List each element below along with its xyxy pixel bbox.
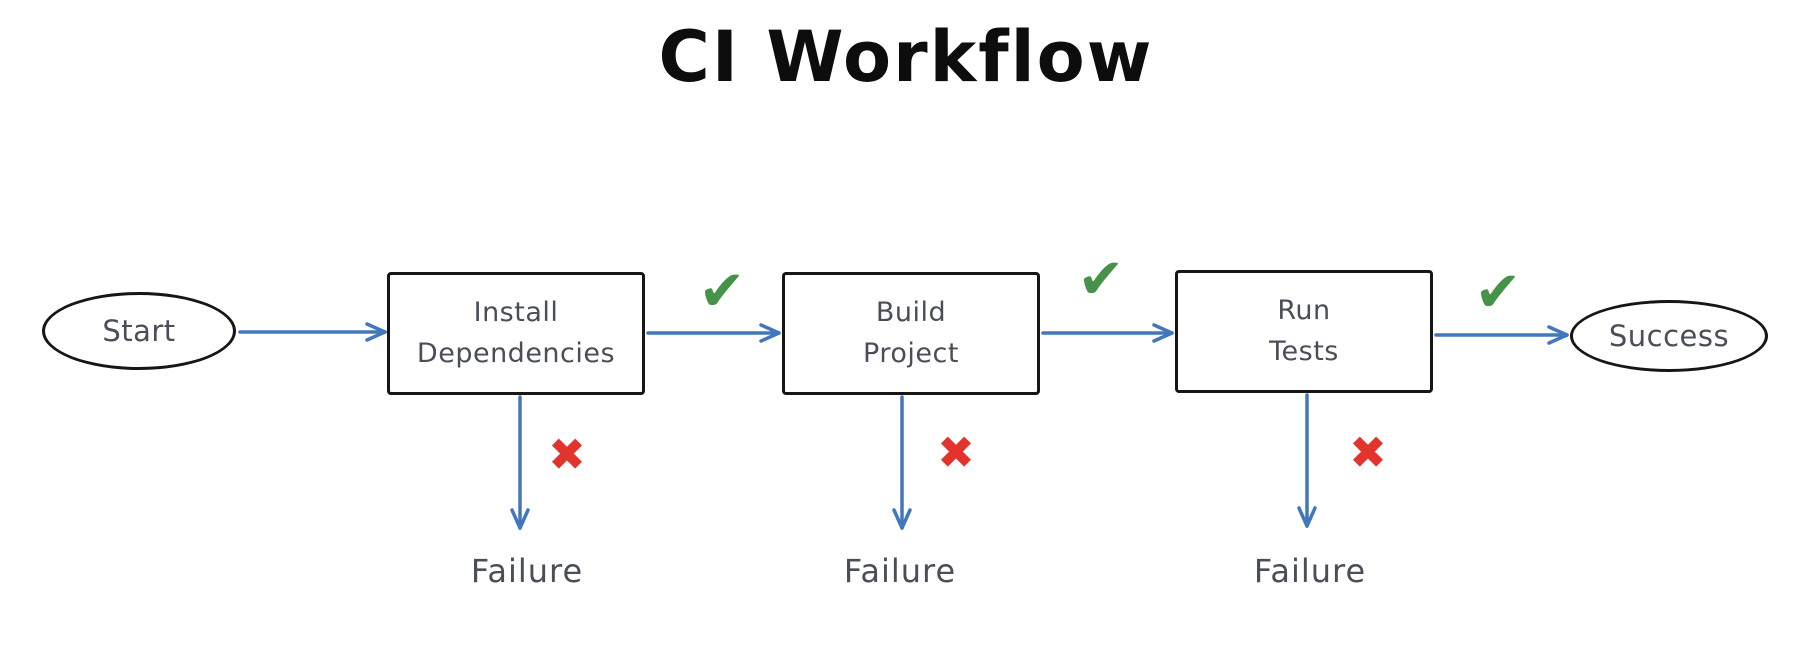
success-node: Success	[1570, 300, 1768, 372]
start-node-label: Start	[102, 314, 176, 348]
cross-icon: ✖	[937, 426, 975, 479]
check-icon: ✔	[698, 259, 746, 324]
arrow-tests-to-failure	[1297, 393, 1317, 528]
install-dependencies-label-line1: Install	[473, 297, 559, 328]
build-project-label-line1: Build	[875, 297, 947, 328]
arrow-tests-to-success	[1434, 325, 1569, 345]
arrow-install-to-failure	[510, 395, 530, 530]
build-project-node: Build Project	[782, 272, 1040, 395]
install-dependencies-label-line2: Dependencies	[416, 337, 616, 369]
arrow-build-to-tests	[1041, 323, 1174, 343]
start-node: Start	[42, 292, 236, 370]
failure-label: Failure	[470, 552, 584, 590]
check-icon: ✔	[1077, 247, 1125, 312]
install-dependencies-node: Install Dependencies	[387, 272, 645, 395]
cross-icon: ✖	[548, 428, 586, 481]
run-tests-label-line1: Run	[1277, 295, 1331, 326]
diagram-title: CI Workflow	[658, 16, 1154, 98]
failure-label: Failure	[1253, 552, 1367, 590]
run-tests-label-line2: Tests	[1269, 335, 1339, 367]
arrow-build-to-failure	[892, 395, 912, 530]
success-node-label: Success	[1608, 319, 1730, 353]
failure-label: Failure	[843, 552, 957, 590]
arrow-install-to-build	[646, 323, 781, 343]
cross-icon: ✖	[1349, 426, 1387, 479]
check-icon: ✔	[1474, 260, 1522, 325]
build-project-label-line2: Project	[863, 337, 959, 369]
run-tests-node: Run Tests	[1175, 270, 1433, 393]
arrow-start-to-install	[238, 322, 387, 342]
